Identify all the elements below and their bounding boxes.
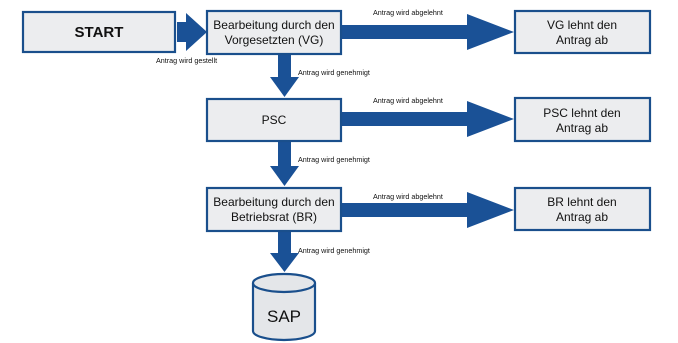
br-reject-box: BR lehnt den Antrag ab (513, 186, 652, 232)
vg-label-line2: Vorgesetzten (VG) (225, 33, 324, 47)
psc-box: PSC (205, 97, 343, 143)
psc-reject-line1: PSC lehnt den (543, 106, 620, 120)
vg-label-line1: Bearbeitung durch den (213, 18, 334, 32)
vg-box: Bearbeitung durch den Vorgesetzten (VG) (205, 9, 343, 56)
vg-reject-line2: Antrag ab (556, 33, 608, 47)
sap-cylinder-body (251, 283, 317, 342)
start-label: START (75, 24, 124, 41)
arrow-start-to-vg (177, 13, 207, 51)
psc-reject-line2: Antrag ab (556, 121, 608, 135)
psc-label: PSC (262, 113, 287, 127)
edge-label-psc-rejected: Antrag wird abgelehnt (373, 96, 443, 105)
arrow-psc-reject (340, 101, 514, 137)
edge-label-br-rejected: Antrag wird abgelehnt (373, 192, 443, 201)
arrow-psc-to-br (270, 142, 299, 186)
edge-label-vg-rejected: Antrag wird abgelehnt (373, 8, 443, 17)
br-label-line1: Bearbeitung durch den (213, 195, 334, 209)
edge-label-submitted: Antrag wird gestellt (156, 56, 217, 65)
edge-label-vg-approved: Antrag wird genehmigt (298, 68, 370, 77)
br-label-line2: Betriebsrat (BR) (231, 210, 317, 224)
sap-label: SAP (267, 307, 301, 326)
br-reject-line2: Antrag ab (556, 210, 608, 224)
br-reject-line1: BR lehnt den (547, 195, 616, 209)
br-box: Bearbeitung durch den Betriebsrat (BR) (205, 186, 343, 233)
arrow-vg-to-psc (270, 54, 299, 97)
psc-reject-box: PSC lehnt den Antrag ab (513, 96, 652, 143)
vg-reject-line1: VG lehnt den (547, 18, 617, 32)
arrow-br-reject (340, 192, 514, 228)
sap-cylinder-top (251, 272, 317, 294)
edge-label-psc-approved: Antrag wird genehmigt (298, 155, 370, 164)
start-box: START (21, 10, 177, 54)
arrow-vg-reject (340, 14, 514, 50)
sap-database: SAP (251, 272, 317, 342)
vg-reject-box: VG lehnt den Antrag ab (513, 9, 652, 55)
arrow-br-to-sap (270, 232, 299, 272)
edge-label-br-approved: Antrag wird genehmigt (298, 246, 370, 255)
